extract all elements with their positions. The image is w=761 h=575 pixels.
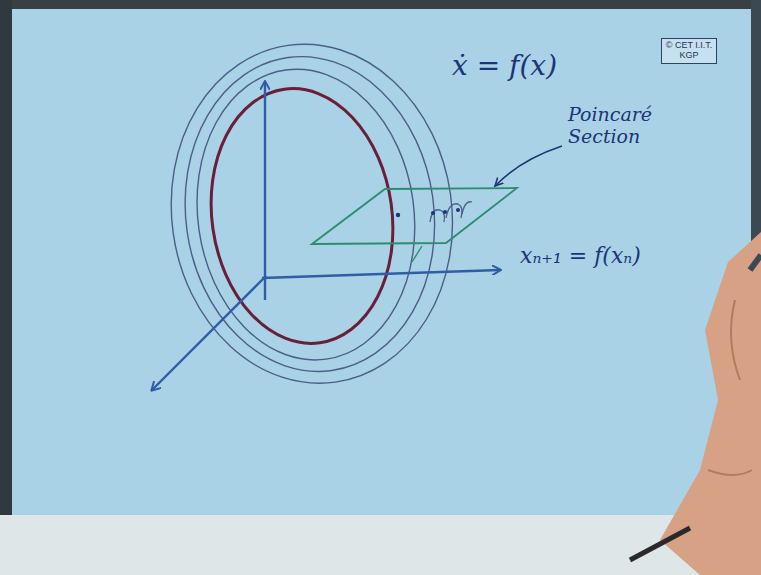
poincare-plane — [312, 188, 517, 244]
equation-label: xₙ₊₁ = f(xₙ) — [520, 243, 641, 268]
presenter-hand — [630, 232, 761, 575]
tick — [412, 246, 422, 262]
bottom-strip — [0, 515, 761, 575]
leader-arrow — [495, 146, 562, 186]
top-band — [0, 0, 761, 9]
left-band — [0, 0, 12, 575]
section-label: Poincaré Section — [568, 104, 680, 148]
equation-label: ẋ = f(x) — [452, 50, 557, 82]
logo-text: © CET I.I.T. KGP — [665, 41, 713, 61]
axes — [152, 82, 500, 390]
return-arcs — [430, 202, 472, 222]
logo-box: © CET I.I.T. KGP — [661, 38, 717, 64]
trajectories — [150, 26, 475, 402]
section-points — [396, 208, 460, 217]
